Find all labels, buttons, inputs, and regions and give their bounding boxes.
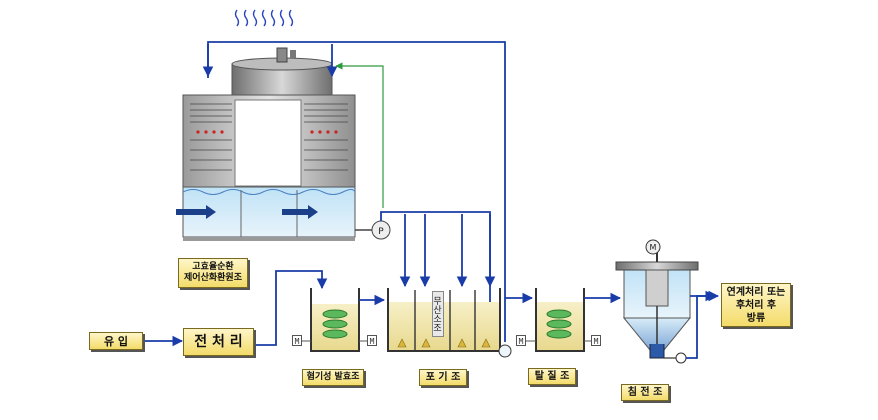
- motor-icon: M: [292, 335, 302, 346]
- anaerobic-label: 혐기성 발효조: [302, 369, 364, 386]
- motor-icon: M: [516, 335, 526, 346]
- diffuser-tank-label: 무산소조: [431, 291, 444, 337]
- circulation-reactor: [176, 47, 356, 241]
- anaerobic-tank: [310, 288, 360, 352]
- svg-text:P: P: [378, 227, 384, 237]
- pump-icon: P: [371, 220, 391, 240]
- motor-icon: M: [367, 335, 377, 346]
- steam-icon: [234, 9, 294, 27]
- aeration-tank: [387, 288, 501, 352]
- pretreatment-label: 전 처 리: [183, 328, 254, 356]
- denitrification-tank: [535, 288, 585, 352]
- settling-tank: M: [615, 239, 699, 359]
- aeration-label: 포 기 조: [419, 369, 467, 386]
- denitrification-label: 탈 질 조: [528, 368, 576, 385]
- motor-icon: M: [591, 335, 601, 346]
- svg-text:M: M: [650, 243, 657, 252]
- inflow-label: 유 입: [89, 332, 143, 350]
- settling-label: 침 전 조: [621, 384, 669, 401]
